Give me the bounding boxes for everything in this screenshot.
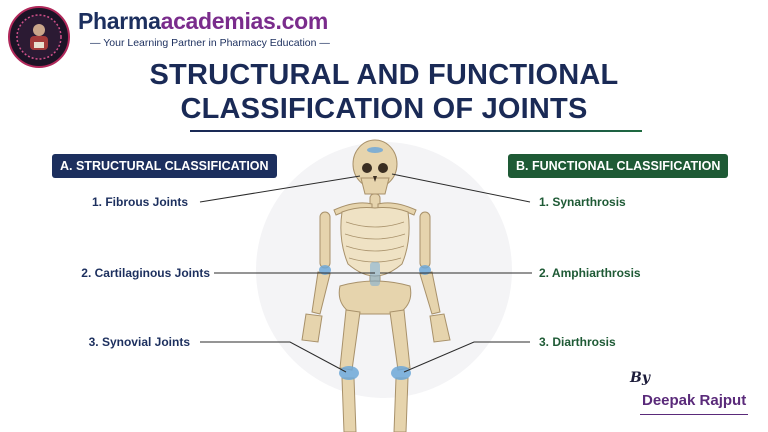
brand-name: Pharmaacademias.com <box>78 8 328 34</box>
title-line-2: CLASSIFICATION OF JOINTS <box>180 93 588 125</box>
tibia-left <box>341 377 357 432</box>
functional-heading: B. FUNCTIONAL CLASSIFICATION <box>508 154 729 178</box>
leader-fibrous <box>199 175 361 203</box>
title-line-1: STRUCTURAL AND FUNCTIONAL <box>149 59 619 91</box>
joint-highlights <box>319 147 431 380</box>
hand-left <box>301 313 323 343</box>
leader-synovial <box>200 341 347 373</box>
ribcage <box>340 207 410 277</box>
leader-synarthrosis <box>391 173 531 203</box>
functional-item-synarthrosis: 1. Synarthrosis <box>539 195 626 209</box>
jaw <box>360 177 390 195</box>
humerus-left <box>319 211 331 269</box>
byline-by: By <box>630 370 650 386</box>
skull-suture-joint <box>367 147 383 153</box>
title-underline <box>190 130 642 132</box>
functional-item-diarthrosis: 3. Diarthrosis <box>539 335 616 349</box>
tibia-right <box>393 377 409 432</box>
logo <box>8 6 70 68</box>
tagline: — Your Learning Partner in Pharmacy Educ… <box>90 37 330 49</box>
leader-diarthrosis <box>403 341 530 373</box>
structural-heading: A. STRUCTURAL CLASSIFICATION <box>52 154 277 178</box>
functional-item-amphiarthrosis: 2. Amphiarthrosis <box>539 266 641 280</box>
page-title: STRUCTURAL AND FUNCTIONAL CLASSIFICATION… <box>0 58 768 126</box>
author-name: Deepak Rajput <box>642 392 747 409</box>
structural-item-cartilaginous: 2. Cartilaginous Joints <box>81 266 210 280</box>
structural-item-fibrous: 1. Fibrous Joints <box>91 195 188 209</box>
author-underline <box>640 414 748 415</box>
knee-right-joint <box>391 366 411 380</box>
structural-item-synovial: 3. Synovial Joints <box>88 335 190 349</box>
humerus-right <box>419 211 431 269</box>
knee-left-joint <box>339 366 359 380</box>
hand-right <box>429 313 451 343</box>
leader-lines <box>199 173 532 373</box>
skull-features <box>362 163 388 182</box>
